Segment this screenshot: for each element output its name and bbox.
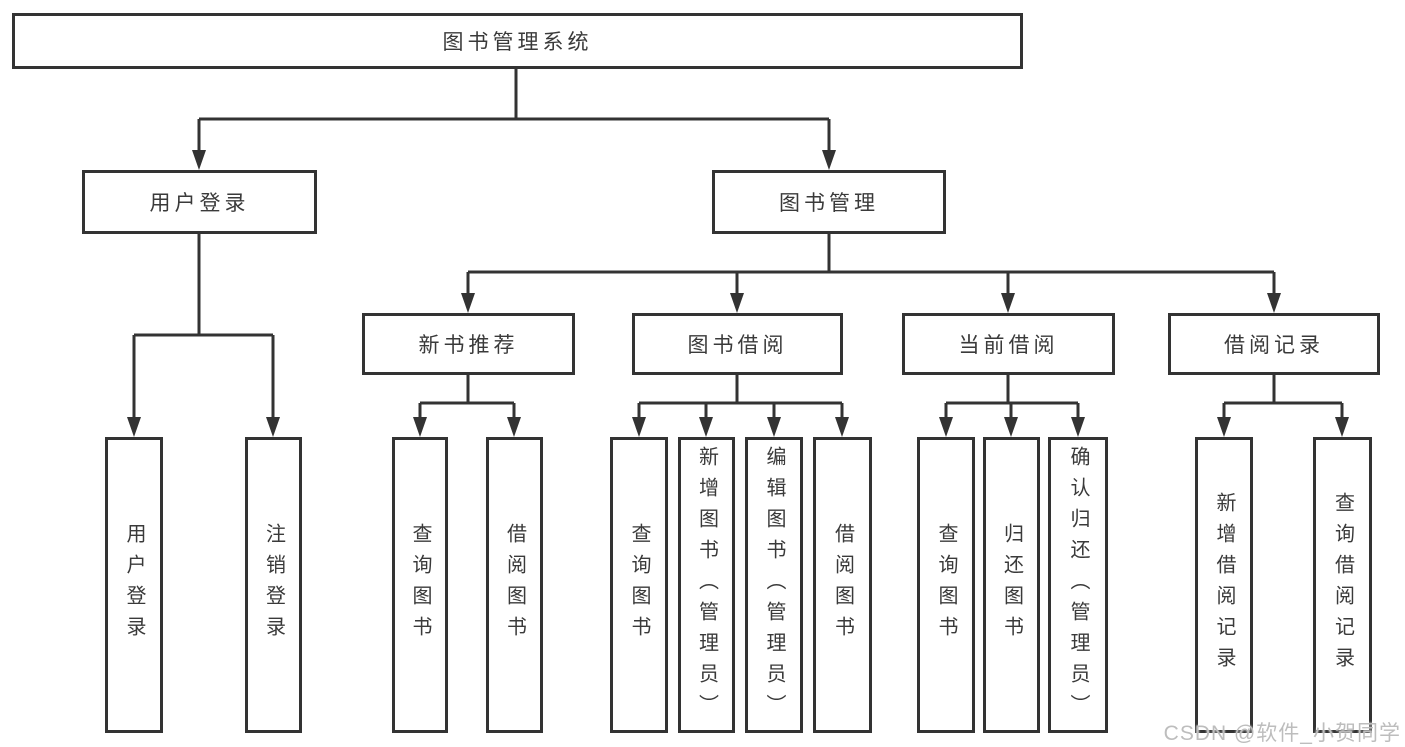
arrowheads	[127, 150, 1349, 437]
arrowhead	[1004, 417, 1018, 437]
arrowhead	[266, 417, 280, 437]
leaf-confirm-return-admin: 确认归还（管理员）	[1048, 437, 1108, 733]
node-borrow-records: 借阅记录	[1168, 313, 1380, 375]
node-current-borrowing: 当前借阅	[902, 313, 1115, 375]
leaf-label: 借阅图书	[831, 523, 854, 647]
leaf-query-books-under-current: 查询图书	[917, 437, 975, 733]
connector-root-to-level2	[197, 69, 831, 152]
arrowhead	[835, 417, 849, 437]
leaf-label: 新增借阅记录	[1213, 492, 1235, 678]
arrowhead	[1001, 293, 1015, 313]
connector-currentborrow-to-leaves	[944, 375, 1080, 419]
arrowhead	[939, 417, 953, 437]
leaf-query-borrow-record: 查询借阅记录	[1313, 437, 1372, 733]
leaf-return-books: 归还图书	[983, 437, 1040, 733]
arrowhead	[767, 417, 781, 437]
leaf-borrow-books-under-borrowing: 借阅图书	[813, 437, 872, 733]
leaf-label: 编辑图书（管理员）	[763, 445, 785, 725]
connector-bookmgmt-to-level3	[466, 234, 1276, 295]
leaf-label: 用户登录	[123, 523, 145, 647]
leaf-add-borrow-record: 新增借阅记录	[1195, 437, 1253, 733]
connector-lines	[132, 69, 1344, 419]
arrowhead	[632, 417, 646, 437]
arrowhead	[1335, 417, 1349, 437]
leaf-user-login: 用户登录	[105, 437, 163, 733]
arrowhead	[127, 417, 141, 437]
node-root-system: 图书管理系统	[12, 13, 1023, 69]
connector-userlogin-to-leaves	[132, 234, 275, 419]
leaf-label: 注销登录	[262, 523, 285, 647]
arrowhead	[730, 293, 744, 313]
leaf-borrow-books-under-recommend: 借阅图书	[486, 437, 543, 733]
leaf-logout: 注销登录	[245, 437, 302, 733]
leaf-label: 确认归还（管理员）	[1067, 445, 1089, 725]
arrowhead	[1217, 417, 1231, 437]
leaf-query-books-under-recommend: 查询图书	[392, 437, 448, 733]
leaf-label: 查询借阅记录	[1331, 492, 1354, 678]
leaf-label: 借阅图书	[503, 523, 526, 647]
connector-bookborrow-to-leaves	[637, 375, 844, 419]
arrowhead	[699, 417, 713, 437]
leaf-label: 查询图书	[409, 523, 431, 647]
arrowhead	[507, 417, 521, 437]
node-book-management: 图书管理	[712, 170, 946, 234]
leaf-label: 查询图书	[935, 523, 957, 647]
arrowhead	[413, 417, 427, 437]
node-book-borrowing: 图书借阅	[632, 313, 843, 375]
node-user-login: 用户登录	[82, 170, 317, 234]
arrowhead	[461, 293, 475, 313]
csdn-watermark: CSDN @软件_小贺同学	[1163, 722, 1401, 745]
leaf-label: 归还图书	[1000, 523, 1023, 647]
arrowhead	[822, 150, 836, 170]
leaf-edit-books-admin: 编辑图书（管理员）	[745, 437, 803, 733]
leaf-label: 新增图书（管理员）	[695, 445, 718, 725]
arrowhead	[192, 150, 206, 170]
arrowhead	[1267, 293, 1281, 313]
arrowhead	[1071, 417, 1085, 437]
leaf-add-books-admin: 新增图书（管理员）	[678, 437, 735, 733]
node-new-book-recommend: 新书推荐	[362, 313, 575, 375]
connector-newbook-to-leaves	[418, 375, 516, 419]
leaf-query-books-under-borrowing: 查询图书	[610, 437, 668, 733]
connector-records-to-leaves	[1222, 375, 1344, 419]
leaf-label: 查询图书	[628, 523, 650, 647]
